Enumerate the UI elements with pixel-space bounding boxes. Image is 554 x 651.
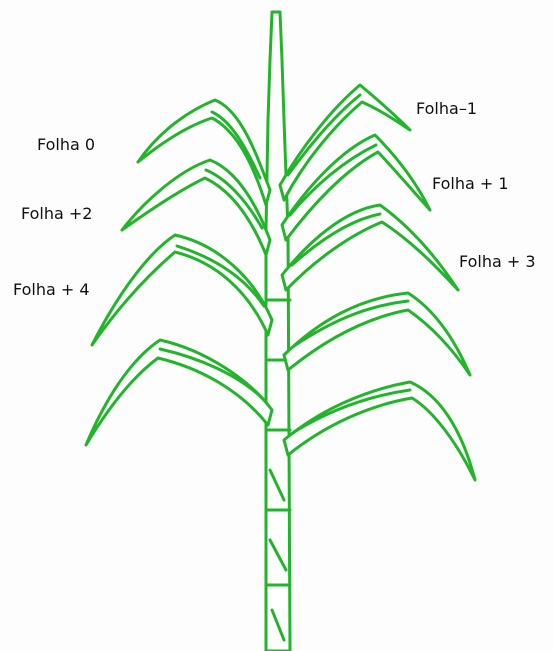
label-leaf-plus-4: Folha + 4 — [13, 282, 90, 298]
leaf-lower-left — [86, 340, 272, 445]
label-leaf-plus-3: Folha + 3 — [459, 254, 536, 270]
leaf-plus-4 — [92, 235, 272, 345]
leaf-0 — [138, 100, 270, 205]
label-leaf-minus-1: Folha–1 — [416, 101, 477, 117]
label-leaf-plus-2: Folha +2 — [21, 206, 92, 222]
label-leaf-plus-1: Folha + 1 — [432, 176, 509, 192]
leaf-minus-1 — [280, 85, 410, 200]
label-leaf-0: Folha 0 — [37, 137, 95, 153]
